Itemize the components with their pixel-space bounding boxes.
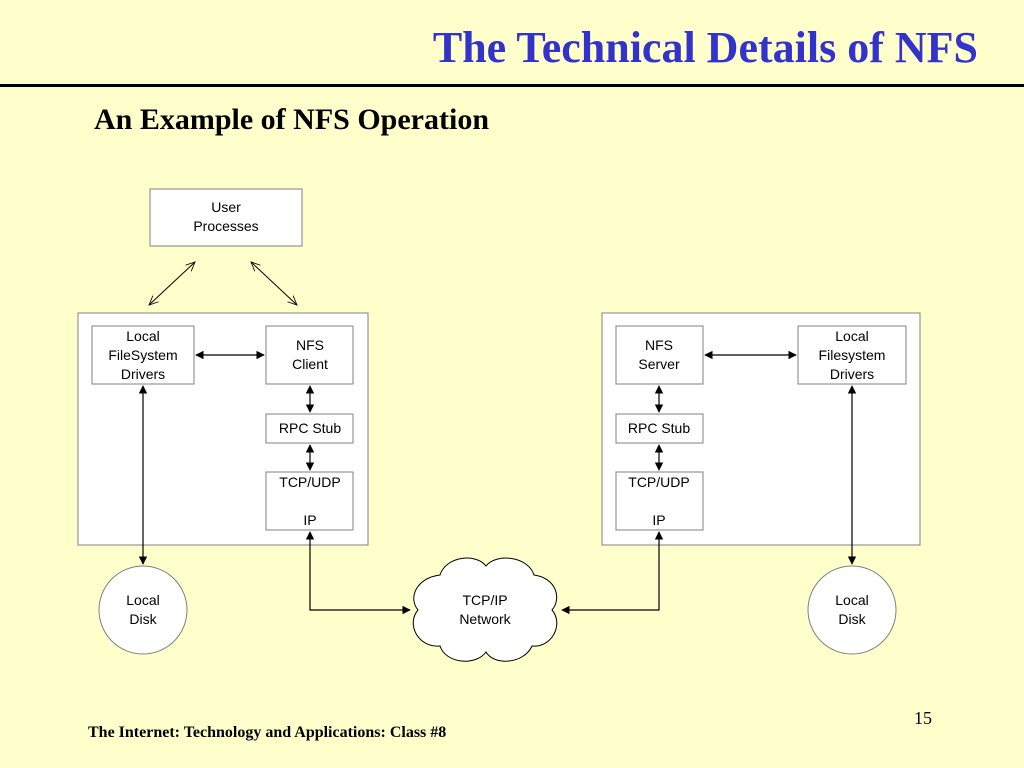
- slide-footer: The Internet: Technology and Application…: [88, 724, 447, 741]
- user-to-local-fs-arrow: [149, 262, 195, 305]
- nfs-server-line-2: Server: [638, 356, 680, 372]
- client-rpc-stub-label: RPC Stub: [279, 420, 341, 436]
- nfs-client-line-2: Client: [292, 356, 328, 372]
- title-rule: [0, 84, 1024, 87]
- client-local-disk-node: Local Disk: [98, 565, 188, 655]
- client-tcp-line-3: IP: [303, 512, 316, 528]
- user-processes-node: User Processes: [149, 188, 303, 247]
- user-processes-line-2: Processes: [193, 218, 258, 234]
- server-tcp-line-3: IP: [652, 512, 665, 528]
- client-tcp-line-1: TCP/UDP: [279, 474, 340, 490]
- nfs-server-node: NFS Server: [615, 325, 704, 385]
- client-local-fs-drivers-node: Local FileSystem Drivers: [91, 325, 195, 385]
- server-tcp-udp-ip-node: TCP/UDP IP: [615, 471, 704, 531]
- server-ip-to-network-arrow: [561, 531, 664, 615]
- server-local-fs-line-1: Local: [835, 328, 868, 344]
- client-local-fs-line-1: Local: [126, 328, 159, 344]
- server-rpc-stub-node: RPC Stub: [615, 413, 704, 444]
- slide-title: The Technical Details of NFS: [432, 23, 978, 72]
- server-local-fs-line-3: Drivers: [830, 366, 874, 382]
- client-local-fs-line-2: FileSystem: [108, 347, 177, 363]
- server-disk-line-1: Local: [835, 592, 868, 608]
- server-tcp-line-1: TCP/UDP: [628, 474, 689, 490]
- nfs-server-line-1: NFS: [645, 337, 673, 353]
- page-number: 15: [914, 708, 932, 728]
- server-local-disk-node: Local Disk: [807, 565, 897, 655]
- slide-subtitle: An Example of NFS Operation: [94, 103, 490, 136]
- user-to-nfs-client-arrow: [251, 262, 297, 305]
- tcp-ip-network-cloud: TCP/IP Network: [412, 557, 558, 662]
- client-disk-line-1: Local: [126, 592, 159, 608]
- server-rpc-stub-label: RPC Stub: [628, 420, 690, 436]
- user-processes-line-1: User: [211, 199, 241, 215]
- client-local-fs-line-3: Drivers: [121, 366, 165, 382]
- server-local-fs-drivers-node: Local Filesystem Drivers: [797, 325, 907, 385]
- client-tcp-udp-ip-node: TCP/UDP IP: [265, 471, 354, 531]
- client-ip-to-network-arrow: [305, 531, 411, 615]
- server-local-fs-line-2: Filesystem: [819, 347, 886, 363]
- client-rpc-stub-node: RPC Stub: [265, 413, 354, 444]
- network-line-2: Network: [459, 611, 511, 627]
- server-disk-line-2: Disk: [838, 611, 866, 627]
- client-disk-line-2: Disk: [129, 611, 157, 627]
- network-line-1: TCP/IP: [462, 592, 507, 608]
- nfs-client-node: NFS Client: [265, 325, 354, 385]
- nfs-client-line-1: NFS: [296, 337, 324, 353]
